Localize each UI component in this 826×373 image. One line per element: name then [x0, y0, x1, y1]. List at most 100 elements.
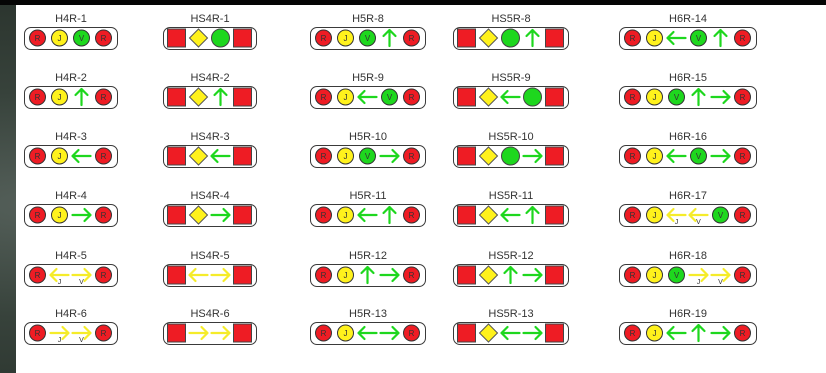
- shunt-signal-panel: [163, 27, 257, 50]
- red-letter: R: [409, 271, 415, 280]
- arrow-sub-letter: V: [79, 337, 84, 344]
- arrow-sub-letter: J: [58, 337, 62, 344]
- shunt-signal-panel: [453, 145, 569, 168]
- red-letter: R: [740, 271, 746, 280]
- yellow-letter: J: [344, 93, 348, 102]
- red-lamp: [29, 324, 46, 342]
- green-lamp: [668, 266, 685, 284]
- arrow-left-icon: [500, 325, 521, 341]
- red-letter: R: [630, 329, 636, 338]
- yellow-letter: J: [653, 93, 657, 102]
- red-lamp: [29, 266, 46, 284]
- arrow-up-icon: [525, 205, 540, 225]
- red-square-lamp: [167, 323, 186, 343]
- red-lamp: [315, 324, 332, 342]
- shunt-signal-panel: [453, 264, 569, 287]
- signal-code-label: H4R-4: [55, 190, 87, 202]
- arrow-left-icon: [210, 148, 231, 164]
- signal-code-label: H6R-15: [669, 72, 707, 84]
- arrow-sub-letter: J: [58, 279, 62, 286]
- signal-code-label: HS4R-6: [190, 308, 230, 320]
- signal-code-label: H5R-10: [349, 131, 387, 143]
- signal-entry: HS5R-8: [453, 12, 603, 54]
- red-lamp: [403, 88, 420, 106]
- red-square-lamp: [167, 146, 186, 166]
- red-square-lamp: [457, 28, 476, 48]
- arrow-right-icon: [71, 207, 92, 223]
- yellow-letter: J: [58, 211, 62, 220]
- red-square-lamp: [457, 205, 476, 225]
- signal-code-label: HS5R-12: [488, 250, 534, 262]
- red-letter: R: [630, 152, 636, 161]
- red-letter: R: [321, 271, 327, 280]
- arrow-left-icon: [71, 148, 92, 164]
- red-square-lamp: [545, 205, 564, 225]
- arrow-right-icon: [71, 267, 92, 283]
- green-letter: V: [696, 34, 702, 43]
- yellow-letter: J: [653, 271, 657, 280]
- arrow-right-icon: [49, 325, 70, 341]
- red-lamp: [403, 147, 420, 165]
- yellow-letter: J: [653, 34, 657, 43]
- red-letter: R: [740, 329, 746, 338]
- yellow-diamond-lamp: [478, 265, 499, 285]
- signal-entry: HS4R-1: [163, 12, 313, 54]
- signal-code-label: HS5R-13: [488, 308, 534, 320]
- red-square-lamp: [233, 87, 252, 107]
- green-letter: V: [674, 93, 680, 102]
- signal-entry: HS5R-10: [453, 130, 603, 172]
- arrow-right-icon: [710, 89, 731, 105]
- yellow-letter: J: [344, 271, 348, 280]
- arrow-right-icon: [710, 148, 731, 164]
- signal-code-label: H5R-13: [349, 308, 387, 320]
- signal-code-label: HS4R-5: [190, 250, 230, 262]
- signal-code-label: H5R-11: [349, 190, 387, 202]
- red-letter: R: [35, 34, 41, 43]
- arrow-left-icon: [357, 325, 378, 341]
- red-letter: R: [409, 34, 415, 43]
- red-square-lamp: [167, 265, 186, 285]
- arrow-left-icon: [500, 89, 521, 105]
- red-lamp: [403, 29, 420, 47]
- yellow-diamond-lamp: [478, 87, 499, 107]
- yellow-lamp: [646, 29, 663, 47]
- red-square-lamp: [457, 323, 476, 343]
- red-lamp: [29, 88, 46, 106]
- yellow-lamp: [51, 147, 68, 165]
- yellow-lamp: [646, 266, 663, 284]
- red-square-lamp: [167, 205, 186, 225]
- yellow-letter: J: [344, 34, 348, 43]
- yellow-diamond-lamp: [478, 205, 499, 225]
- red-lamp: [624, 88, 641, 106]
- red-letter: R: [740, 211, 746, 220]
- arrow-up-icon: [213, 87, 228, 107]
- red-square-lamp: [545, 265, 564, 285]
- red-letter: R: [740, 93, 746, 102]
- green-lamp: [712, 206, 729, 224]
- signal-code-label: H6R-18: [669, 250, 707, 262]
- yellow-lamp: [51, 206, 68, 224]
- shunt-signal-panel: [453, 27, 569, 50]
- shunt-signal-panel: [163, 264, 257, 287]
- arrow-left-icon: [666, 30, 687, 46]
- yellow-lamp: [337, 88, 354, 106]
- arrow-right-icon: [688, 267, 709, 283]
